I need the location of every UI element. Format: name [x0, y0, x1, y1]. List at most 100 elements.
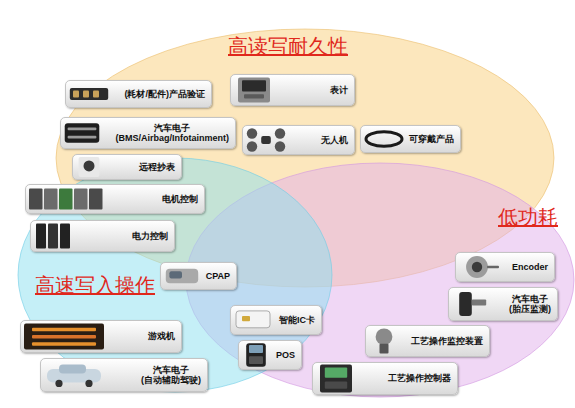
application-icon	[246, 127, 286, 153]
icon-part	[169, 271, 182, 278]
application-label: 电机控制	[162, 194, 198, 204]
application-box: 电机控制	[25, 184, 205, 214]
icon-part	[236, 311, 270, 328]
icon-part	[60, 223, 70, 248]
application-icon	[24, 322, 104, 351]
icon-part	[48, 223, 58, 248]
icon-part	[249, 356, 263, 364]
icon-part	[85, 380, 92, 387]
application-label: 汽车电子 (胎压监测)	[509, 294, 551, 315]
icon-part	[84, 160, 95, 171]
icon-part	[325, 367, 347, 377]
icon-part	[247, 141, 257, 151]
icon-part	[29, 189, 43, 210]
icon-part	[59, 189, 73, 210]
application-icon	[164, 264, 200, 288]
application-label: 工艺操作监控装置	[411, 336, 483, 346]
application-label: 无人机	[321, 135, 348, 145]
application-box: (耗材/配件)产品验证	[65, 80, 212, 108]
icon-part	[466, 256, 488, 278]
application-box: 汽车电子 (胎压监测)	[448, 287, 558, 321]
application-icon	[29, 186, 104, 212]
application-label: 智能IC卡	[279, 315, 315, 325]
application-box: 远程抄表	[72, 154, 182, 180]
icon-part	[83, 90, 89, 97]
icon-part	[275, 141, 285, 151]
icon-part	[380, 344, 389, 354]
icon-part	[275, 128, 285, 138]
application-label: CPAP	[206, 271, 230, 281]
icon-part	[70, 88, 108, 100]
icon-part	[73, 90, 79, 97]
application-icon	[234, 76, 274, 104]
application-icon	[69, 82, 109, 106]
icon-part	[93, 90, 99, 97]
application-box: Encoder	[455, 252, 555, 282]
icon-part	[36, 223, 46, 248]
application-icon	[364, 127, 404, 151]
region-heading: 低功耗	[498, 205, 558, 229]
application-box: 游戏机	[20, 320, 182, 353]
icon-part	[376, 328, 393, 345]
application-icon	[369, 327, 399, 355]
icon-part	[89, 189, 103, 210]
application-box: CPAP	[160, 262, 237, 290]
application-box: 工艺操作监控装置	[365, 325, 490, 357]
icon-part	[68, 127, 97, 130]
icon-part	[55, 380, 62, 387]
application-box: POS	[238, 340, 302, 370]
application-label: 表计	[330, 85, 348, 95]
icon-part	[32, 342, 96, 345]
application-icon	[234, 307, 274, 333]
icon-part	[366, 132, 402, 146]
application-box: 无人机	[242, 125, 355, 155]
application-box: 表计	[230, 74, 355, 106]
icon-part	[242, 80, 266, 91]
application-icon	[452, 289, 488, 319]
application-icon	[34, 222, 74, 250]
application-label: POS	[276, 350, 295, 360]
application-box: 智能IC卡	[230, 305, 322, 335]
application-label: 游戏机	[148, 331, 175, 341]
icon-part	[242, 316, 250, 321]
icon-part	[472, 262, 482, 272]
application-box: 汽车电子 (BMS/Airbag/Infotainment)	[60, 117, 236, 149]
application-icon	[44, 360, 104, 390]
icon-part	[261, 136, 271, 144]
application-label: (耗材/配件)产品验证	[125, 89, 206, 99]
icon-part	[246, 343, 266, 366]
application-label: 远程抄表	[139, 162, 175, 172]
icon-part	[325, 381, 347, 388]
application-icon	[242, 342, 270, 368]
application-label: 汽车电子 (自动辅助驾驶)	[141, 365, 201, 386]
application-box: 汽车电子 (自动辅助驾驶)	[40, 358, 208, 392]
application-icon	[64, 119, 100, 147]
application-label: Encoder	[512, 262, 548, 272]
application-box: 可穿戴产品	[360, 125, 461, 153]
application-icon	[459, 254, 499, 280]
icon-part	[247, 128, 257, 138]
region-heading: 高速写入操作	[35, 273, 155, 297]
icon-part	[32, 335, 96, 338]
icon-part	[249, 345, 263, 353]
icon-part	[459, 292, 472, 316]
icon-part	[472, 300, 486, 306]
application-label: 汽车电子 (BMS/Airbag/Infotainment)	[116, 123, 229, 144]
icon-part	[238, 77, 270, 102]
application-box: 电力控制	[30, 220, 175, 252]
icon-part	[320, 365, 352, 393]
application-icon	[316, 364, 356, 393]
application-label: 工艺操作控制器	[388, 373, 451, 383]
icon-part	[32, 328, 96, 331]
application-label: 可穿戴产品	[409, 134, 454, 144]
icon-part	[244, 94, 264, 98]
icon-part	[59, 365, 86, 374]
icon-part	[44, 189, 58, 210]
icon-part	[65, 123, 100, 143]
icon-part	[24, 323, 104, 349]
icon-part	[74, 189, 88, 210]
application-label: 电力控制	[132, 231, 168, 241]
icon-part	[79, 157, 100, 177]
application-box: 工艺操作控制器	[312, 362, 458, 395]
